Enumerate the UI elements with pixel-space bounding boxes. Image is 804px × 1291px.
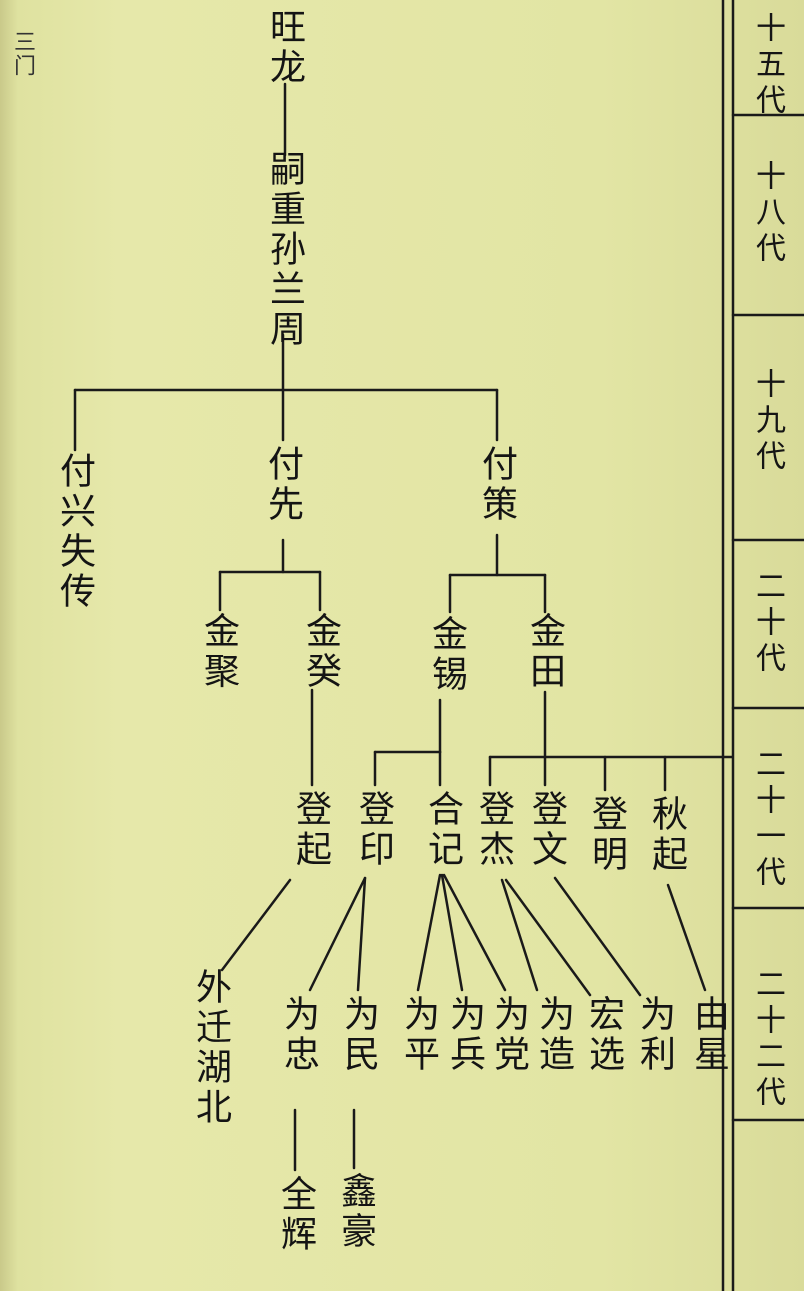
- gen-label-22: 二十二代: [750, 968, 785, 1112]
- node-youxing: 由星: [688, 995, 729, 1075]
- node-dengqi: 登起: [290, 790, 331, 870]
- node-dengwen: 登文: [526, 790, 567, 870]
- gen-label-18: 十八代: [750, 160, 785, 268]
- node-quanhui: 全辉: [275, 1175, 316, 1255]
- node-qiuqi: 秋起: [646, 795, 687, 875]
- node-waiqian: 外迁湖北: [190, 968, 231, 1128]
- gen-label-21: 二十一代: [750, 748, 785, 892]
- node-weibing: 为兵: [444, 995, 485, 1075]
- node-dengming: 登明: [586, 795, 627, 875]
- node-weiping: 为平: [398, 995, 439, 1075]
- node-wanglong: 旺龙: [264, 8, 305, 88]
- node-weili: 为利: [634, 995, 675, 1075]
- page-marker: 三门: [10, 30, 35, 78]
- node-weizao: 为造: [533, 995, 574, 1075]
- node-jintian: 金田: [524, 612, 565, 692]
- node-hongxuan: 宏选: [583, 995, 624, 1075]
- node-fuxing: 付兴失传: [54, 452, 95, 612]
- node-jinxi: 金锡: [426, 615, 467, 695]
- node-fuce: 付策: [476, 445, 517, 525]
- node-xinhao: 鑫豪: [335, 1172, 376, 1252]
- gen-label-19: 十九代: [750, 368, 785, 476]
- node-weidang: 为党: [488, 995, 529, 1075]
- node-sizeng: 嗣重孙兰周: [264, 150, 305, 350]
- node-fuxian: 付先: [262, 445, 303, 525]
- node-weizhong: 为忠: [278, 995, 319, 1075]
- gen-label-15: 十五代: [750, 12, 785, 120]
- gen-label-20: 二十代: [750, 570, 785, 678]
- node-dengyin: 登印: [353, 790, 394, 870]
- node-dengjie: 登杰: [473, 790, 514, 870]
- node-jinkui: 金癸: [300, 612, 341, 692]
- node-weimin: 为民: [338, 995, 379, 1075]
- node-heji: 合记: [422, 790, 463, 870]
- node-jinju: 金聚: [198, 612, 239, 692]
